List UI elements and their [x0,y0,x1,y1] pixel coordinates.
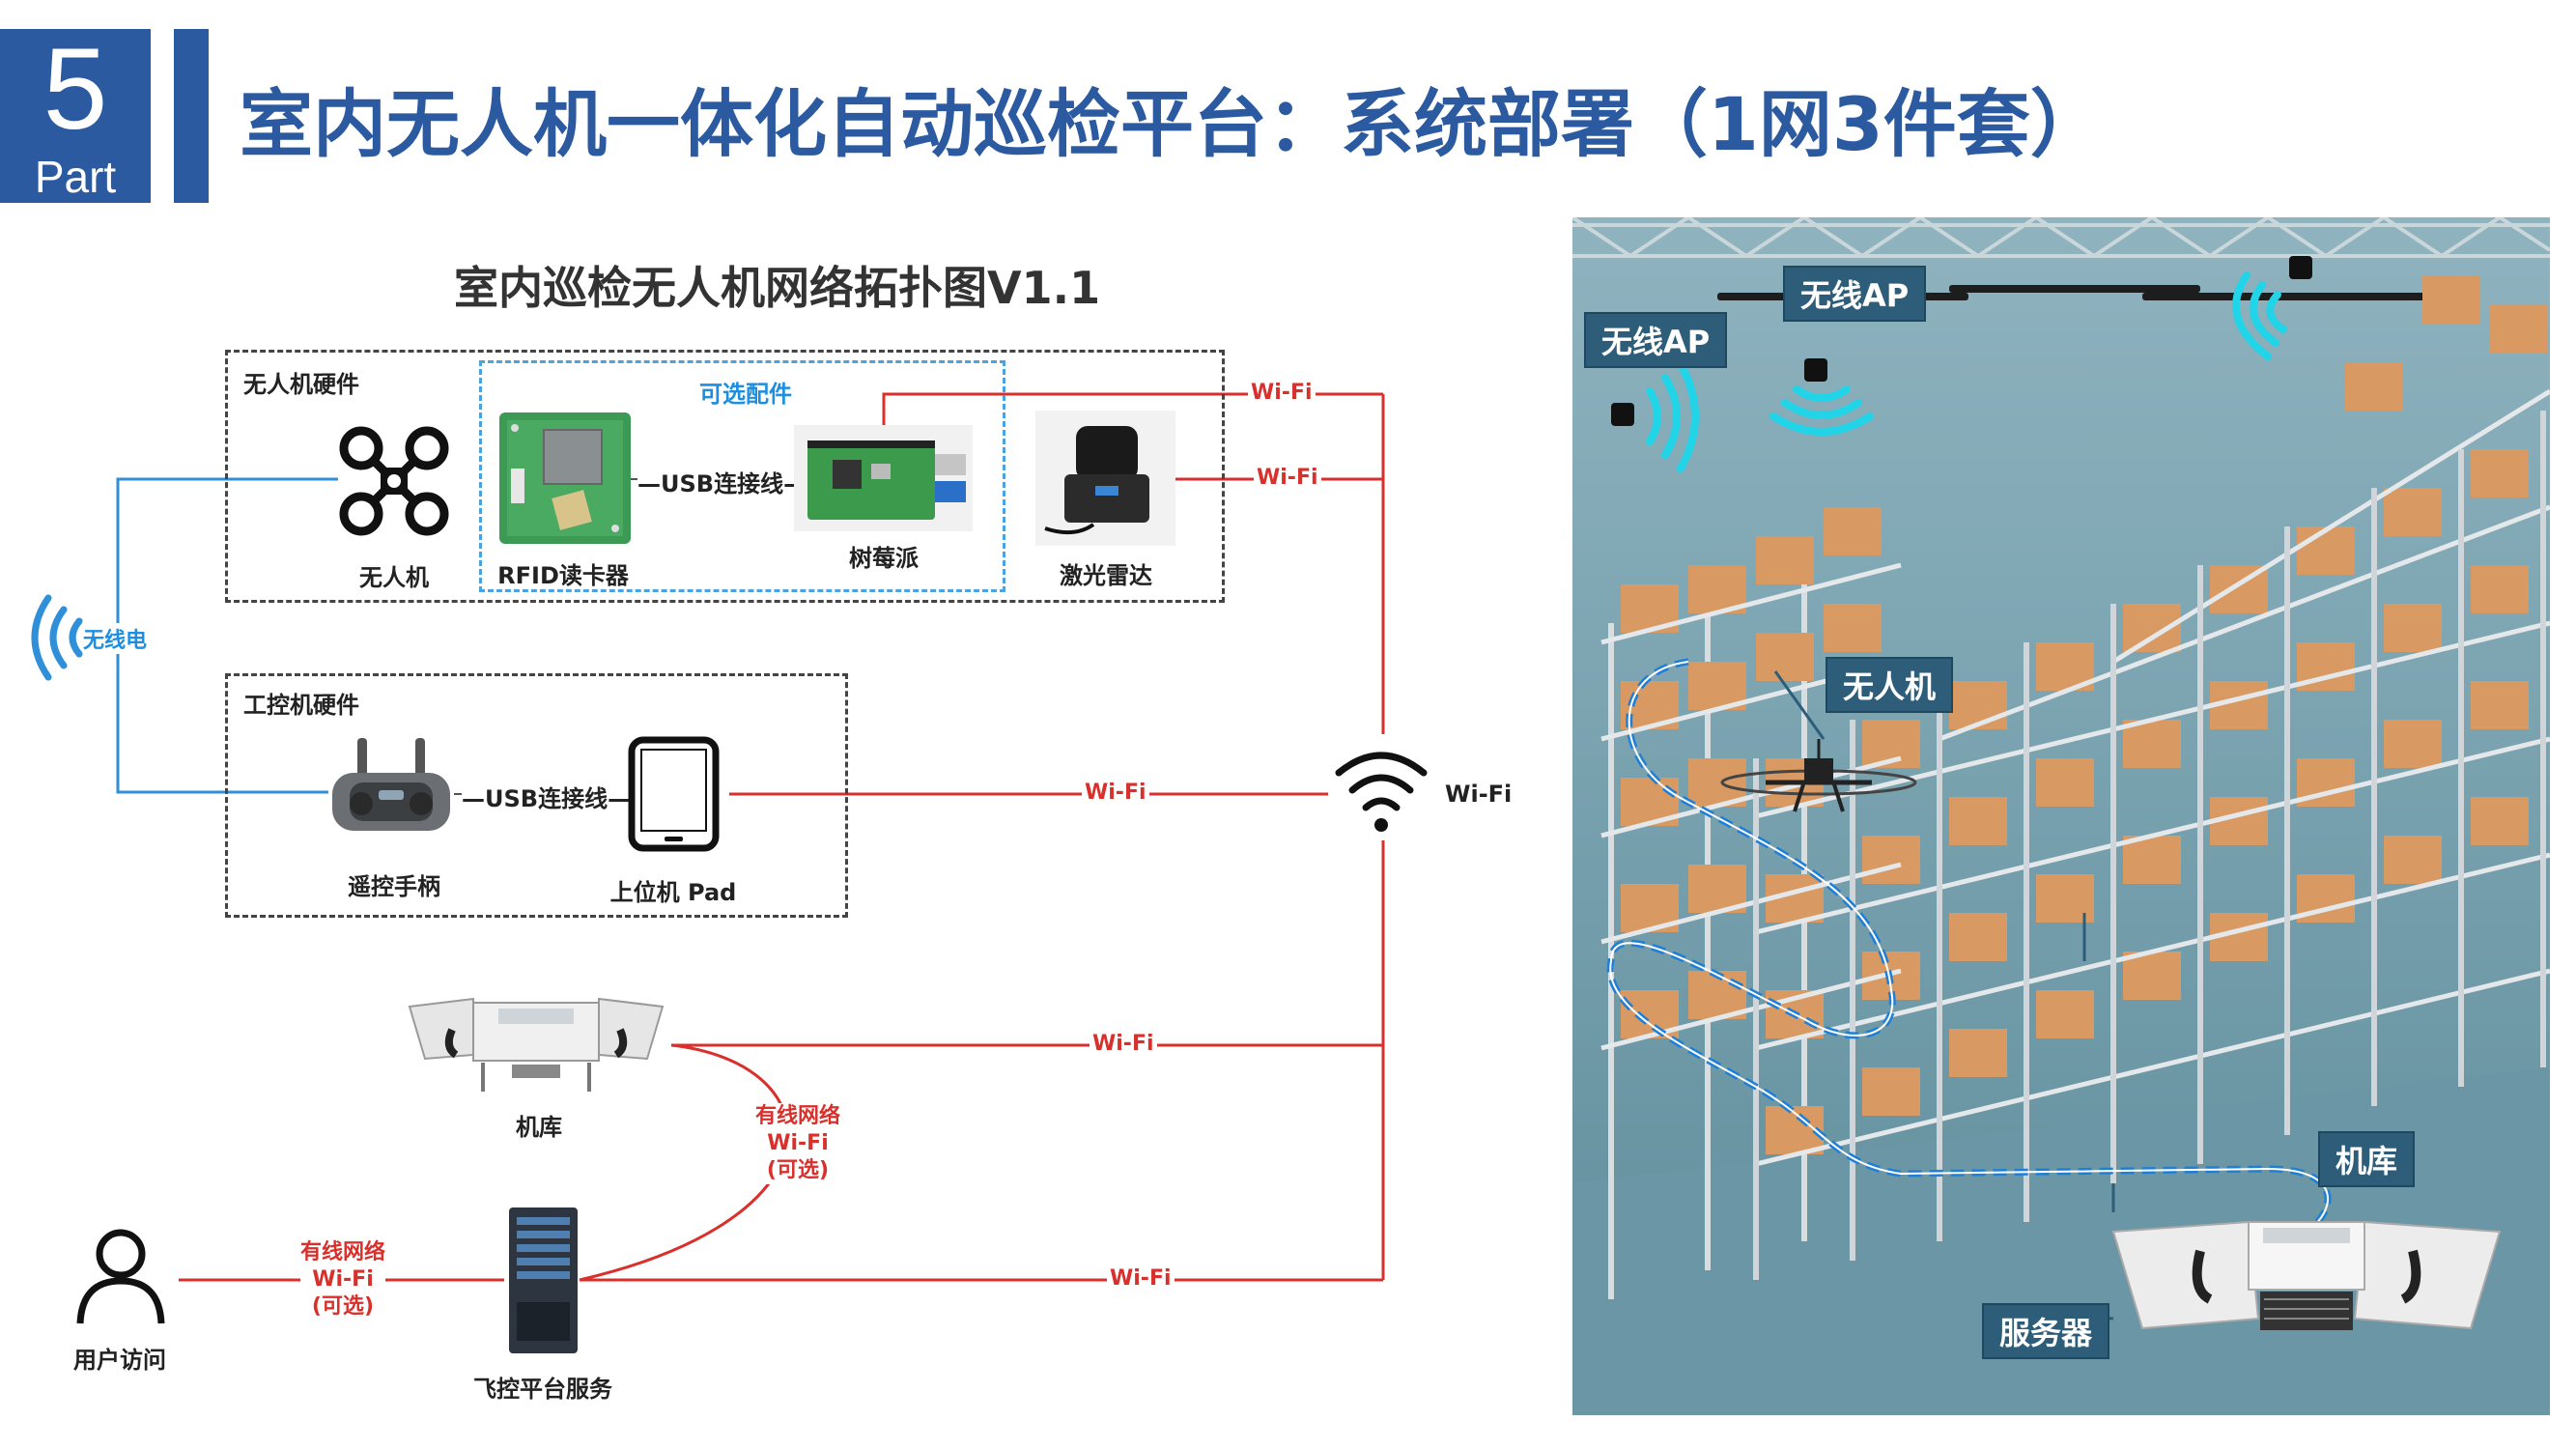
user-icon [76,1229,165,1324]
hangar-wired-note-line-1: 有线网络 [754,1104,841,1128]
ipc-hardware-group [225,673,848,918]
usb-link-label-1: —USB连接线— [637,465,807,498]
lidar-label: 激光雷达 [1060,562,1152,589]
wifi-tag-pad: Wi-Fi [1082,781,1149,805]
raspberry-pi-icon [794,425,973,531]
drone-icon [339,426,449,536]
hangar-label: 机库 [516,1114,562,1141]
user-wired-note-line-1: 有线网络 [299,1240,386,1264]
scene-ap-label-1: 无线AP [1584,312,1728,368]
wifi-tag-hangar: Wi-Fi [1090,1032,1157,1056]
connection-lines [116,392,1385,1282]
remote-controller-icon [332,738,450,831]
rfid-reader-icon [499,412,631,544]
drone-hardware-group [225,350,1225,603]
drone-label: 无人机 [359,564,429,591]
raspberry-wifi-line [882,392,1383,425]
raspberry-pi-label: 树莓派 [849,545,919,572]
radio-waves-icon [31,594,83,681]
tablet-icon [628,736,720,852]
radio-label: 无线电 [83,623,148,654]
ipc-hardware-label: 工控机硬件 [243,692,359,719]
scene-hangar-label: 机库 [2318,1131,2416,1187]
part-number: 5 [42,24,108,154]
page-title: 室内无人机一体化自动巡检平台：系统部署（1网3件套） [240,81,2104,167]
drone-hardware-label: 无人机硬件 [243,371,359,398]
tablet-label: 上位机 Pad [609,879,737,906]
scene-server-label: 服务器 [1982,1303,2110,1359]
rfid-reader-label: RFID读卡器 [497,562,629,589]
remote-controller-label: 遥控手柄 [348,873,440,900]
part-word: Part [34,152,117,202]
scene-drone-label: 无人机 [1826,657,1954,713]
wifi-hub-label: Wi-Fi [1445,781,1513,808]
wifi-tag-server: Wi-Fi [1107,1266,1175,1291]
part-badge: 5 Part [0,29,151,203]
scene-ap-label-2: 无线AP [1783,266,1927,322]
title-accent-bar [174,29,209,203]
hangar-icon [408,997,665,1092]
diagram-title: 室内巡检无人机网络拓扑图V1.1 [454,262,1101,314]
user-wired-note-line-2: Wi-Fi [312,1267,374,1292]
lidar-icon [1035,411,1175,546]
warehouse-illustration: 无线AP 无线AP 无人机 机库 服务器 [1572,217,2550,1415]
user-wired-note: 有线网络 Wi-Fi (可选) [299,1239,386,1321]
hangar-wired-note-line-2: Wi-Fi [767,1131,829,1155]
user-wired-note-line-3: (可选) [311,1294,375,1319]
wifi-tag-lidar: Wi-Fi [1254,466,1321,490]
usb-link-label-2: —USB连接线— [462,780,632,813]
server-label: 飞控平台服务 [473,1376,612,1403]
user-label: 用户访问 [73,1347,166,1374]
optional-accessories-label: 可选配件 [699,381,792,408]
wifi-tag-raspberry: Wi-Fi [1248,381,1316,405]
hangar-wired-note-line-3: (可选) [766,1158,830,1182]
optional-accessories-group [479,360,1005,592]
wifi-hub-icon [1333,744,1430,836]
server-icon [509,1208,578,1353]
warehouse-artwork [1572,217,2550,1415]
hangar-wired-note: 有线网络 Wi-Fi (可选) [754,1103,841,1184]
network-topology-diagram: 室内巡检无人机网络拓扑图V1.1 无人机硬件 可选配件 工控机硬件 [31,262,1513,1403]
